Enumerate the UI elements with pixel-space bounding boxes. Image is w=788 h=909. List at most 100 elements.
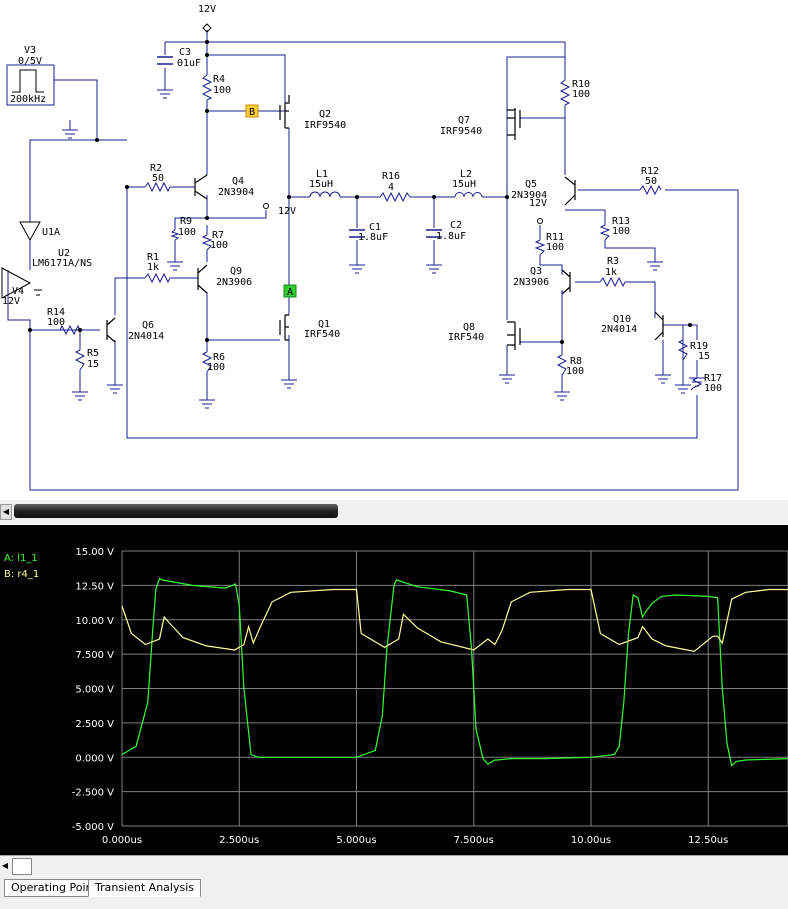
- label-c2-value: 1.8uF: [436, 231, 466, 242]
- tab-operating-point[interactable]: Operating Point: [4, 879, 104, 897]
- label-v4-value: 12V: [2, 296, 20, 307]
- label-u2: U2: [58, 248, 70, 259]
- label-q3-model: 2N3906: [513, 277, 549, 288]
- analysis-tabbar: Operating Point Transient Analysis: [0, 876, 788, 909]
- resistor-r16: [379, 191, 411, 203]
- label-q4: Q4: [232, 176, 244, 187]
- label-r1: R1: [147, 252, 159, 263]
- label-r16-value: 4: [388, 182, 394, 193]
- plot-series: [121, 577, 788, 767]
- label-r12: R12: [641, 166, 659, 177]
- transistor-q3: [561, 269, 571, 295]
- label-r1-value: 1k: [147, 262, 159, 273]
- plot-hscrollbar[interactable]: ◀: [0, 855, 788, 876]
- label-r14-value: 100: [47, 317, 65, 328]
- scroll-left-button[interactable]: ◀: [0, 504, 12, 520]
- series-line-b: [121, 588, 788, 653]
- label-q10-model: 2N4014: [601, 324, 637, 335]
- schematic-canvas[interactable]: B A 12V V3 0/5V 200kHz C3 01uF R4 100 Q2…: [0, 0, 788, 498]
- y-tick-label: 10.00 V: [75, 616, 114, 627]
- resistor-r10: [559, 79, 571, 106]
- label-r13: R13: [612, 216, 630, 227]
- y-tick-label: -2.500 V: [72, 788, 114, 799]
- resistor-r1: [144, 272, 171, 284]
- scroll-thumb[interactable]: [14, 504, 338, 518]
- label-r6: R6: [213, 352, 225, 363]
- capacitor-c1: [349, 229, 365, 238]
- label-v4: V4: [12, 286, 24, 297]
- opamp-u1a: [19, 221, 41, 242]
- label-v3-freq: 200kHz: [10, 94, 46, 105]
- supply-12v-q5: [537, 218, 543, 224]
- capacitor-c3: [157, 56, 173, 65]
- tab-transient-analysis[interactable]: Transient Analysis: [88, 879, 201, 897]
- series-line-a: [121, 577, 788, 767]
- y-tick-label: 7.500 V: [75, 650, 114, 661]
- plot-grid: [121, 550, 788, 827]
- label-r17-value: 100: [704, 383, 722, 394]
- resistor-r5: [74, 349, 86, 371]
- label-r4-value: 100: [213, 85, 231, 96]
- resistor-r8: [556, 354, 568, 376]
- y-tick-label: -5.000 V: [72, 822, 114, 833]
- label-q10: Q10: [613, 314, 631, 325]
- label-r19: R19: [690, 341, 708, 352]
- y-tick-label: 2.500 V: [75, 719, 114, 730]
- label-q2-model: IRF9540: [304, 120, 346, 131]
- label-supply-q5: 12V: [529, 198, 547, 209]
- label-r17: R17: [704, 373, 722, 384]
- transient-plot[interactable]: 15.00 V12.50 V10.00 V7.500 V5.000 V2.500…: [0, 525, 788, 855]
- transistor-q9: [197, 264, 208, 294]
- label-supply-q4: 12V: [278, 206, 296, 217]
- label-r9: R9: [180, 216, 192, 227]
- label-supply-top: 12V: [198, 4, 216, 15]
- resistor-r3: [599, 276, 626, 288]
- inductors: [309, 191, 483, 198]
- resistor-r6: [201, 351, 213, 373]
- pulse-source-v3[interactable]: [6, 64, 55, 106]
- x-tick-label: 7.500us: [454, 835, 494, 846]
- label-l2: L2: [460, 169, 472, 180]
- label-l2-value: 15uH: [452, 179, 476, 190]
- label-c1: C1: [369, 222, 381, 233]
- transistor-q8: [507, 321, 521, 350]
- label-q8-model: IRF540: [448, 332, 484, 343]
- transistor-q2: [279, 95, 290, 129]
- opamp-symbols: [1, 221, 42, 299]
- resistor-r4: [201, 74, 213, 101]
- label-q9: Q9: [230, 266, 242, 277]
- schematic-hscrollbar[interactable]: ◀: [0, 500, 788, 524]
- legend-series-a: A: l1_1: [4, 553, 38, 564]
- label-q3: Q3: [530, 266, 542, 277]
- label-c1-value: 1.8uF: [358, 232, 388, 243]
- transistor-q4: [194, 174, 208, 200]
- label-q4-model: 2N3904: [218, 187, 254, 198]
- label-r10: R10: [572, 79, 590, 90]
- resistor-r19: [677, 339, 689, 361]
- opamp-u2: [1, 267, 42, 299]
- probe-a[interactable]: A: [283, 284, 297, 298]
- capacitors: [157, 56, 442, 238]
- plot-scroll-left-button[interactable]: ◀: [1, 861, 9, 870]
- resistor-r13: [599, 224, 611, 241]
- label-q2: Q2: [319, 109, 331, 120]
- probe-b[interactable]: B: [245, 104, 259, 118]
- resistor-r7: [201, 234, 213, 251]
- label-r9-value: 100: [178, 227, 196, 238]
- label-r3: R3: [607, 256, 619, 267]
- transistor-q5: [564, 176, 576, 206]
- label-c3-value: 01uF: [177, 58, 201, 69]
- svg-text:A: A: [287, 287, 293, 298]
- label-r2-value: 50: [152, 173, 164, 184]
- plot-scroll-thumb[interactable]: [12, 858, 32, 875]
- label-r7: R7: [212, 230, 224, 241]
- svg-text:B: B: [249, 107, 255, 118]
- label-r13-value: 100: [612, 226, 630, 237]
- resistor-r2: [144, 181, 171, 193]
- label-q7-model: IRF9540: [440, 126, 482, 137]
- label-r12-value: 50: [645, 176, 657, 187]
- label-r2: R2: [150, 163, 162, 174]
- label-r8: R8: [570, 356, 582, 367]
- label-l1: L1: [316, 169, 328, 180]
